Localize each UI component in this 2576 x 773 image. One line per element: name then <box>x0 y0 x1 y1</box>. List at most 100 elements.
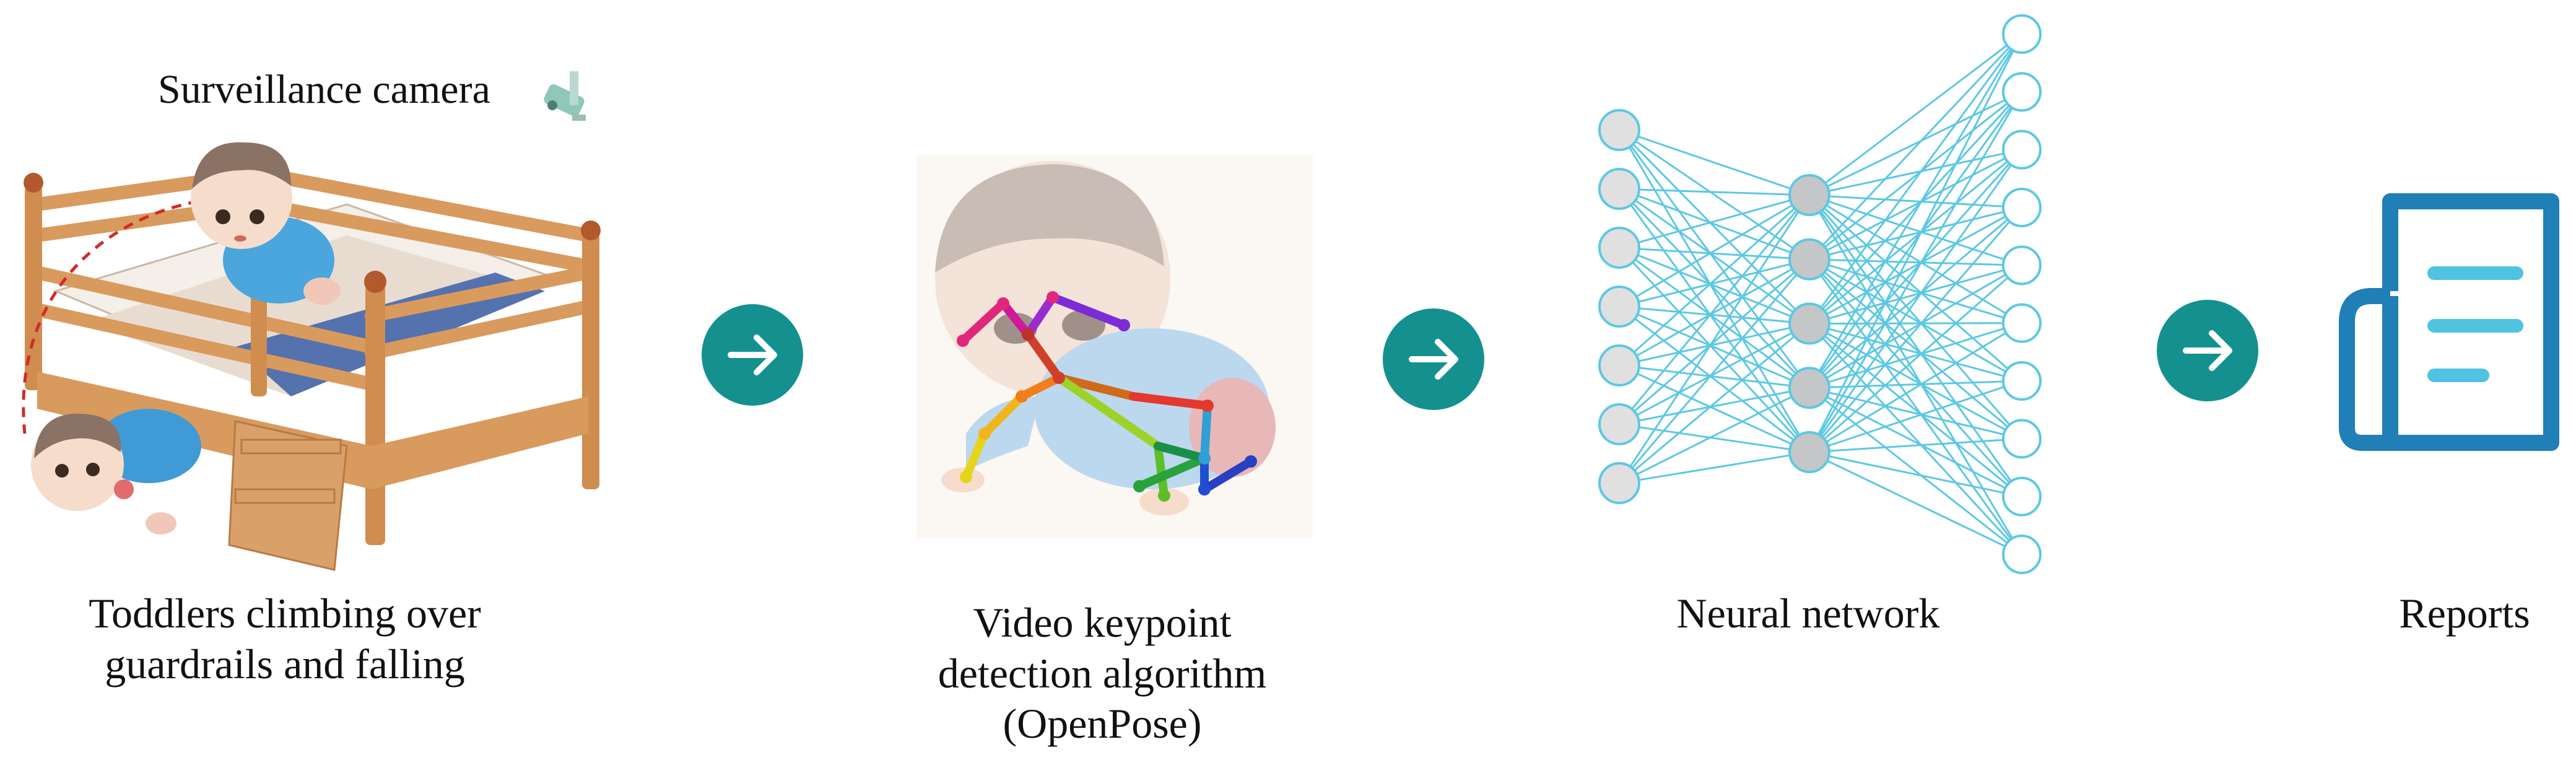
network-edge <box>1618 247 1811 453</box>
network-edge <box>1619 129 1810 260</box>
input-node <box>1598 286 1640 328</box>
network-edge <box>1619 386 1810 426</box>
video-caption-line3: (OpenPose) <box>1003 700 1202 748</box>
network-edge <box>1809 194 2022 209</box>
network-edge <box>1809 149 2022 325</box>
network-edge <box>1619 323 1810 484</box>
arrow-right-icon <box>1383 308 1484 410</box>
toddler-caption-line2: guardrails and falling <box>105 640 465 688</box>
network-edge <box>1809 322 2022 325</box>
network-edge <box>1619 188 1810 261</box>
network-edge <box>1808 194 2023 497</box>
video-caption-line1: Video keypoint <box>973 599 1232 646</box>
network-edge <box>1808 91 2023 389</box>
network-edge <box>1618 129 1811 453</box>
openpose-illustration <box>916 155 1313 539</box>
network-edge <box>1619 194 1810 308</box>
network-edge <box>1809 437 2022 453</box>
network-edge <box>1619 258 1810 308</box>
network-edge <box>1618 188 1811 453</box>
camera-label: Surveillance camera <box>158 67 490 112</box>
output-node <box>2002 419 2042 459</box>
network-edge <box>1809 323 2022 440</box>
network-edge <box>1809 380 2022 389</box>
output-node <box>2002 188 2042 227</box>
network-edge <box>1619 247 1810 389</box>
network-edge <box>1808 194 2023 440</box>
network-edge <box>1808 91 2023 453</box>
network-edge <box>1618 194 1811 367</box>
network-edge <box>1809 194 2022 382</box>
network-edge <box>1809 194 2022 266</box>
network-edge <box>1808 91 2023 325</box>
toddler-caption: Toddlers climbing over guardrails and fa… <box>25 588 545 689</box>
report-icon <box>2339 193 2559 451</box>
network-edge <box>1619 451 1810 484</box>
network-edge <box>1618 188 1811 389</box>
toddler-climbing <box>191 142 341 305</box>
network-edge <box>1809 264 2022 389</box>
network-edge <box>1809 451 2022 556</box>
output-node <box>2002 476 2042 517</box>
network-edge <box>1619 258 1810 367</box>
network-edge <box>1808 149 2023 453</box>
input-node <box>1598 168 1640 210</box>
network-edge <box>1619 247 1810 261</box>
network-edge <box>1618 258 1811 484</box>
network-edge <box>1809 258 2022 440</box>
output-node <box>2002 14 2042 54</box>
network-edge <box>1619 364 1810 453</box>
video-caption-line2: detection algorithm <box>938 649 1267 697</box>
network-edge <box>1808 323 2023 556</box>
network-edge <box>1618 129 1811 325</box>
network-edge <box>1809 386 2022 440</box>
neural-caption: Neural network <box>1676 590 1940 637</box>
toddler-caption-line1: Toddlers climbing over <box>89 590 481 637</box>
network-edge <box>1808 207 2023 453</box>
network-edge <box>1619 364 1810 389</box>
network-edge <box>1809 33 2022 196</box>
bed-illustration <box>22 167 601 571</box>
hidden-node <box>1788 302 1830 345</box>
input-node <box>1598 462 1640 504</box>
network-edge <box>1808 258 2023 497</box>
network-edge <box>1619 305 1810 453</box>
network-edge <box>1809 258 2022 325</box>
network-edge <box>1808 33 2023 389</box>
network-edge <box>1809 451 2022 498</box>
output-node <box>2002 129 2042 170</box>
network-edge <box>1808 33 2023 325</box>
network-edge <box>1619 188 1810 325</box>
network-edge <box>1618 194 1811 484</box>
network-edge <box>1809 206 2022 325</box>
network-edge <box>1619 386 1810 484</box>
network-edge <box>1619 423 1810 453</box>
toddler-falling <box>31 409 201 535</box>
network-edge <box>1809 386 2022 498</box>
network-edge <box>1619 247 1810 325</box>
network-edge <box>1809 206 2022 389</box>
network-edge <box>1808 258 2023 555</box>
network-edge <box>1809 149 2022 196</box>
network-edge <box>1619 188 1810 196</box>
output-node <box>2002 535 2042 574</box>
camera-icon <box>544 71 586 121</box>
network-edge <box>1619 194 1810 249</box>
input-node <box>1598 403 1640 445</box>
network-edge <box>1619 258 1810 426</box>
output-node <box>2002 361 2042 401</box>
network-edge <box>1809 206 2022 261</box>
network-edge <box>1808 33 2023 453</box>
hidden-node <box>1788 174 1830 216</box>
network-edge <box>1618 194 1811 425</box>
network-edge <box>1809 258 2022 382</box>
network-edge <box>1619 323 1810 426</box>
output-node <box>2002 245 2042 286</box>
input-node <box>1598 109 1640 151</box>
hidden-node <box>1788 431 1830 473</box>
neural-network-graph <box>1598 14 2042 574</box>
reports-caption: Reports <box>2399 590 2530 637</box>
hidden-node <box>1788 238 1830 281</box>
